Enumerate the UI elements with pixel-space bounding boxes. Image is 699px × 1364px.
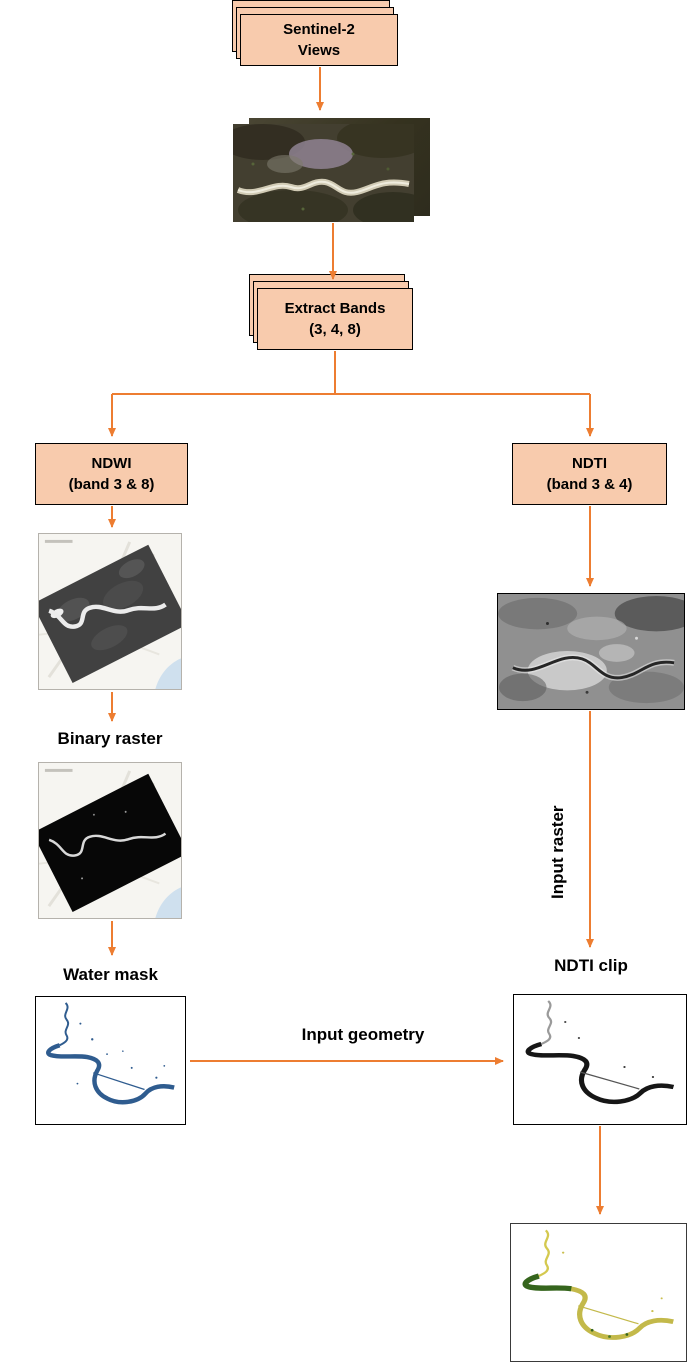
ndti-clip-graphic xyxy=(514,995,686,1124)
ndti-label-line2: (band 3 & 4) xyxy=(546,476,633,493)
binary-raster-label: Binary raster xyxy=(57,729,163,748)
ndti-clip-image xyxy=(513,994,687,1125)
binary-raster-graphic xyxy=(39,763,181,918)
extract-bands-label-line1: Extract Bands xyxy=(284,300,386,317)
ndwi-label-line1: NDWI xyxy=(91,455,132,472)
ndwi-raster-image xyxy=(38,533,182,690)
ndti-raster-image xyxy=(497,593,685,710)
sentinel-views-label-line1: Sentinel-2 xyxy=(283,21,355,38)
water-mask-label: Water mask xyxy=(63,965,158,984)
ndti-raster-graphic xyxy=(498,594,684,709)
ndti-label-line1: NDTI xyxy=(572,455,607,472)
binary-raster-image xyxy=(38,762,182,919)
ndti-box: NDTI (band 3 & 4) xyxy=(512,443,667,505)
ndwi-raster-graphic xyxy=(39,534,181,689)
ndwi-label-line2: (band 3 & 8) xyxy=(68,476,155,493)
sentinel-rgb-image xyxy=(233,124,414,222)
ndti-classified-graphic xyxy=(511,1224,686,1361)
ndwi-box: NDWI (band 3 & 8) xyxy=(35,443,188,505)
water-mask-graphic xyxy=(36,997,185,1124)
input-geometry-label: Input geometry xyxy=(301,1025,425,1044)
ndti-clip-label: NDTI clip xyxy=(554,956,628,975)
sentinel-views-label-line2: Views xyxy=(297,42,341,59)
sentinel-rgb-graphic xyxy=(233,124,414,222)
input-raster-label: Input raster xyxy=(548,805,567,900)
ndti-classified-image xyxy=(510,1223,687,1362)
extract-bands-label-line2: (3, 4, 8) xyxy=(309,321,361,338)
water-mask-image xyxy=(35,996,186,1125)
extract-bands-box: Extract Bands (3, 4, 8) xyxy=(257,288,413,350)
sentinel-views-box: Sentinel-2 Views xyxy=(240,14,398,66)
